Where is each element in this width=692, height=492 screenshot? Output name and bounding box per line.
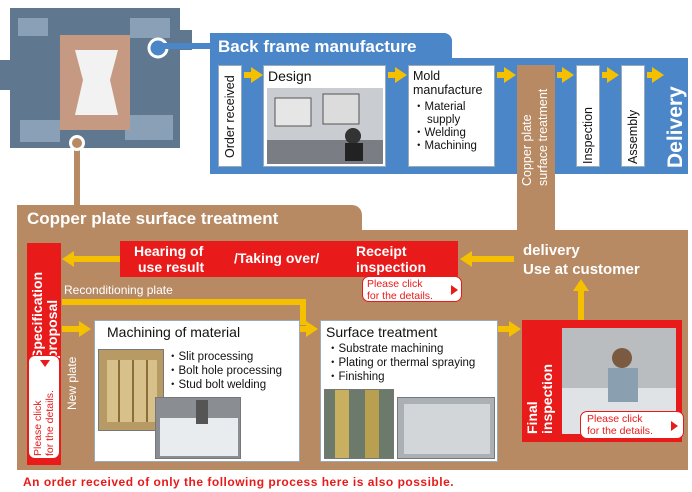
surface-item: ・Plating or thermal spraying <box>327 357 476 369</box>
plating-photo <box>324 389 394 459</box>
copper-vertical-band <box>517 65 555 235</box>
arrow-up-icon <box>573 279 589 291</box>
connector-copper <box>74 140 80 208</box>
order-received-label: Order received <box>223 75 237 159</box>
connector-dot <box>69 135 85 151</box>
arrow-bar <box>472 256 514 262</box>
arrow-bar <box>72 256 120 262</box>
chevron-down-icon <box>40 360 50 367</box>
arrow-bar <box>498 326 510 332</box>
arrow-bar <box>62 326 80 332</box>
arrow-bar <box>300 299 306 325</box>
copper-vertical-label-1: Copper plate <box>520 114 534 186</box>
arrow-icon <box>79 321 91 337</box>
final-click-1: Please click <box>587 413 643 425</box>
arrow-icon <box>652 67 664 83</box>
arrow-bar <box>578 290 584 328</box>
surface-treatment-box: Surface treatment ・Substrate machining ・… <box>320 320 498 462</box>
hearing-label-2: use result <box>138 259 205 275</box>
hearing-label-1: Hearing of <box>134 243 204 259</box>
final-label-2: inspection <box>539 363 555 434</box>
receipt-label-1: Receipt <box>356 243 407 259</box>
receipt-click-2: for the details. <box>367 290 433 302</box>
design-box[interactable]: Design <box>263 65 386 167</box>
final-click-2: for the details. <box>587 425 653 437</box>
arrow-bar <box>62 299 306 305</box>
receipt-label-2: inspection <box>356 259 427 275</box>
arrow-bar <box>602 72 608 78</box>
receipt-click-1: Please click <box>367 278 423 290</box>
surface-title: Surface treatment <box>326 324 438 340</box>
bolt-photo <box>155 397 241 459</box>
assembly-label: Assembly <box>626 109 640 164</box>
mold-title: Mold <box>413 69 441 83</box>
inspection-box: Inspection <box>576 65 600 167</box>
design-label: Design <box>268 68 312 84</box>
machining-item: ・Stud bolt welding <box>167 379 267 391</box>
mold-item: supply <box>427 114 461 126</box>
design-photo <box>267 88 383 164</box>
mold-title-2: manufacture <box>413 83 483 97</box>
delivery-label: Delivery <box>664 86 687 168</box>
arrow-bar <box>647 72 653 78</box>
arrow-bar <box>300 326 308 332</box>
chevron-right-icon <box>671 421 678 431</box>
arrow-icon <box>504 67 516 83</box>
arrow-left-icon <box>62 251 74 267</box>
copper-title: Copper plate surface treatment <box>17 205 362 233</box>
mold-manufacture-box: Mold manufacture ・Material supply ・Weldi… <box>408 65 495 167</box>
chevron-right-icon <box>451 285 458 295</box>
surface-item: ・Finishing <box>327 371 385 383</box>
spec-label-1: Specification <box>29 271 45 359</box>
arrow-left-icon <box>460 251 472 267</box>
spec-details-link[interactable]: Please click for the details. <box>28 355 60 459</box>
order-received-box: Order received <box>218 65 242 167</box>
machining-item: ・Slit processing <box>167 351 254 363</box>
final-details-link[interactable]: Please click for the details. <box>580 411 684 439</box>
taking-over-label: /Taking over/ <box>234 250 320 266</box>
delivery-use-1: delivery <box>523 242 580 259</box>
mold-item: ・Welding <box>413 127 466 139</box>
spec-click-2: for the details. <box>44 390 56 456</box>
spec-label-2: proposal <box>44 299 60 359</box>
hearing-box[interactable]: Hearing of use result /Taking over/ Rece… <box>120 241 458 277</box>
footer-note: An order received of only the following … <box>23 475 455 489</box>
mold-item: ・Machining <box>413 140 477 152</box>
arrow-icon <box>509 321 521 337</box>
copper-vertical-label-2: surface treatment <box>536 88 550 186</box>
machining-item: ・Bolt hole processing <box>167 365 283 377</box>
new-plate-label: New plate <box>65 356 79 410</box>
arrow-bar <box>244 72 252 78</box>
final-label-1: Final <box>524 401 540 434</box>
connector-blue <box>155 43 215 49</box>
receipt-details-link[interactable]: Please click for the details. <box>362 276 462 302</box>
delivery-use-2: Use at customer <box>523 261 640 278</box>
arrow-bar <box>388 72 396 78</box>
back-frame-title: Back frame manufacture <box>210 33 452 61</box>
finishing-photo <box>397 397 495 459</box>
spec-click-1: Please click <box>32 400 44 456</box>
reconditioning-label: Reconditioning plate <box>64 283 173 297</box>
machining-box: Machining of material ・Slit processing ・… <box>94 320 300 462</box>
arrow-bar <box>497 72 505 78</box>
slit-photo <box>98 349 164 431</box>
arrow-bar <box>557 72 563 78</box>
mold-item: ・Material <box>413 101 466 113</box>
machining-title: Machining of material <box>107 324 241 340</box>
surface-item: ・Substrate machining <box>327 343 444 355</box>
inspection-label: Inspection <box>581 107 595 164</box>
arrow-icon <box>562 67 574 83</box>
assembly-box: Assembly <box>621 65 645 167</box>
arrow-icon <box>395 67 407 83</box>
back-frame-machine-image <box>0 8 192 148</box>
arrow-icon <box>607 67 619 83</box>
arrow-icon <box>306 321 318 337</box>
arrow-icon <box>251 67 263 83</box>
